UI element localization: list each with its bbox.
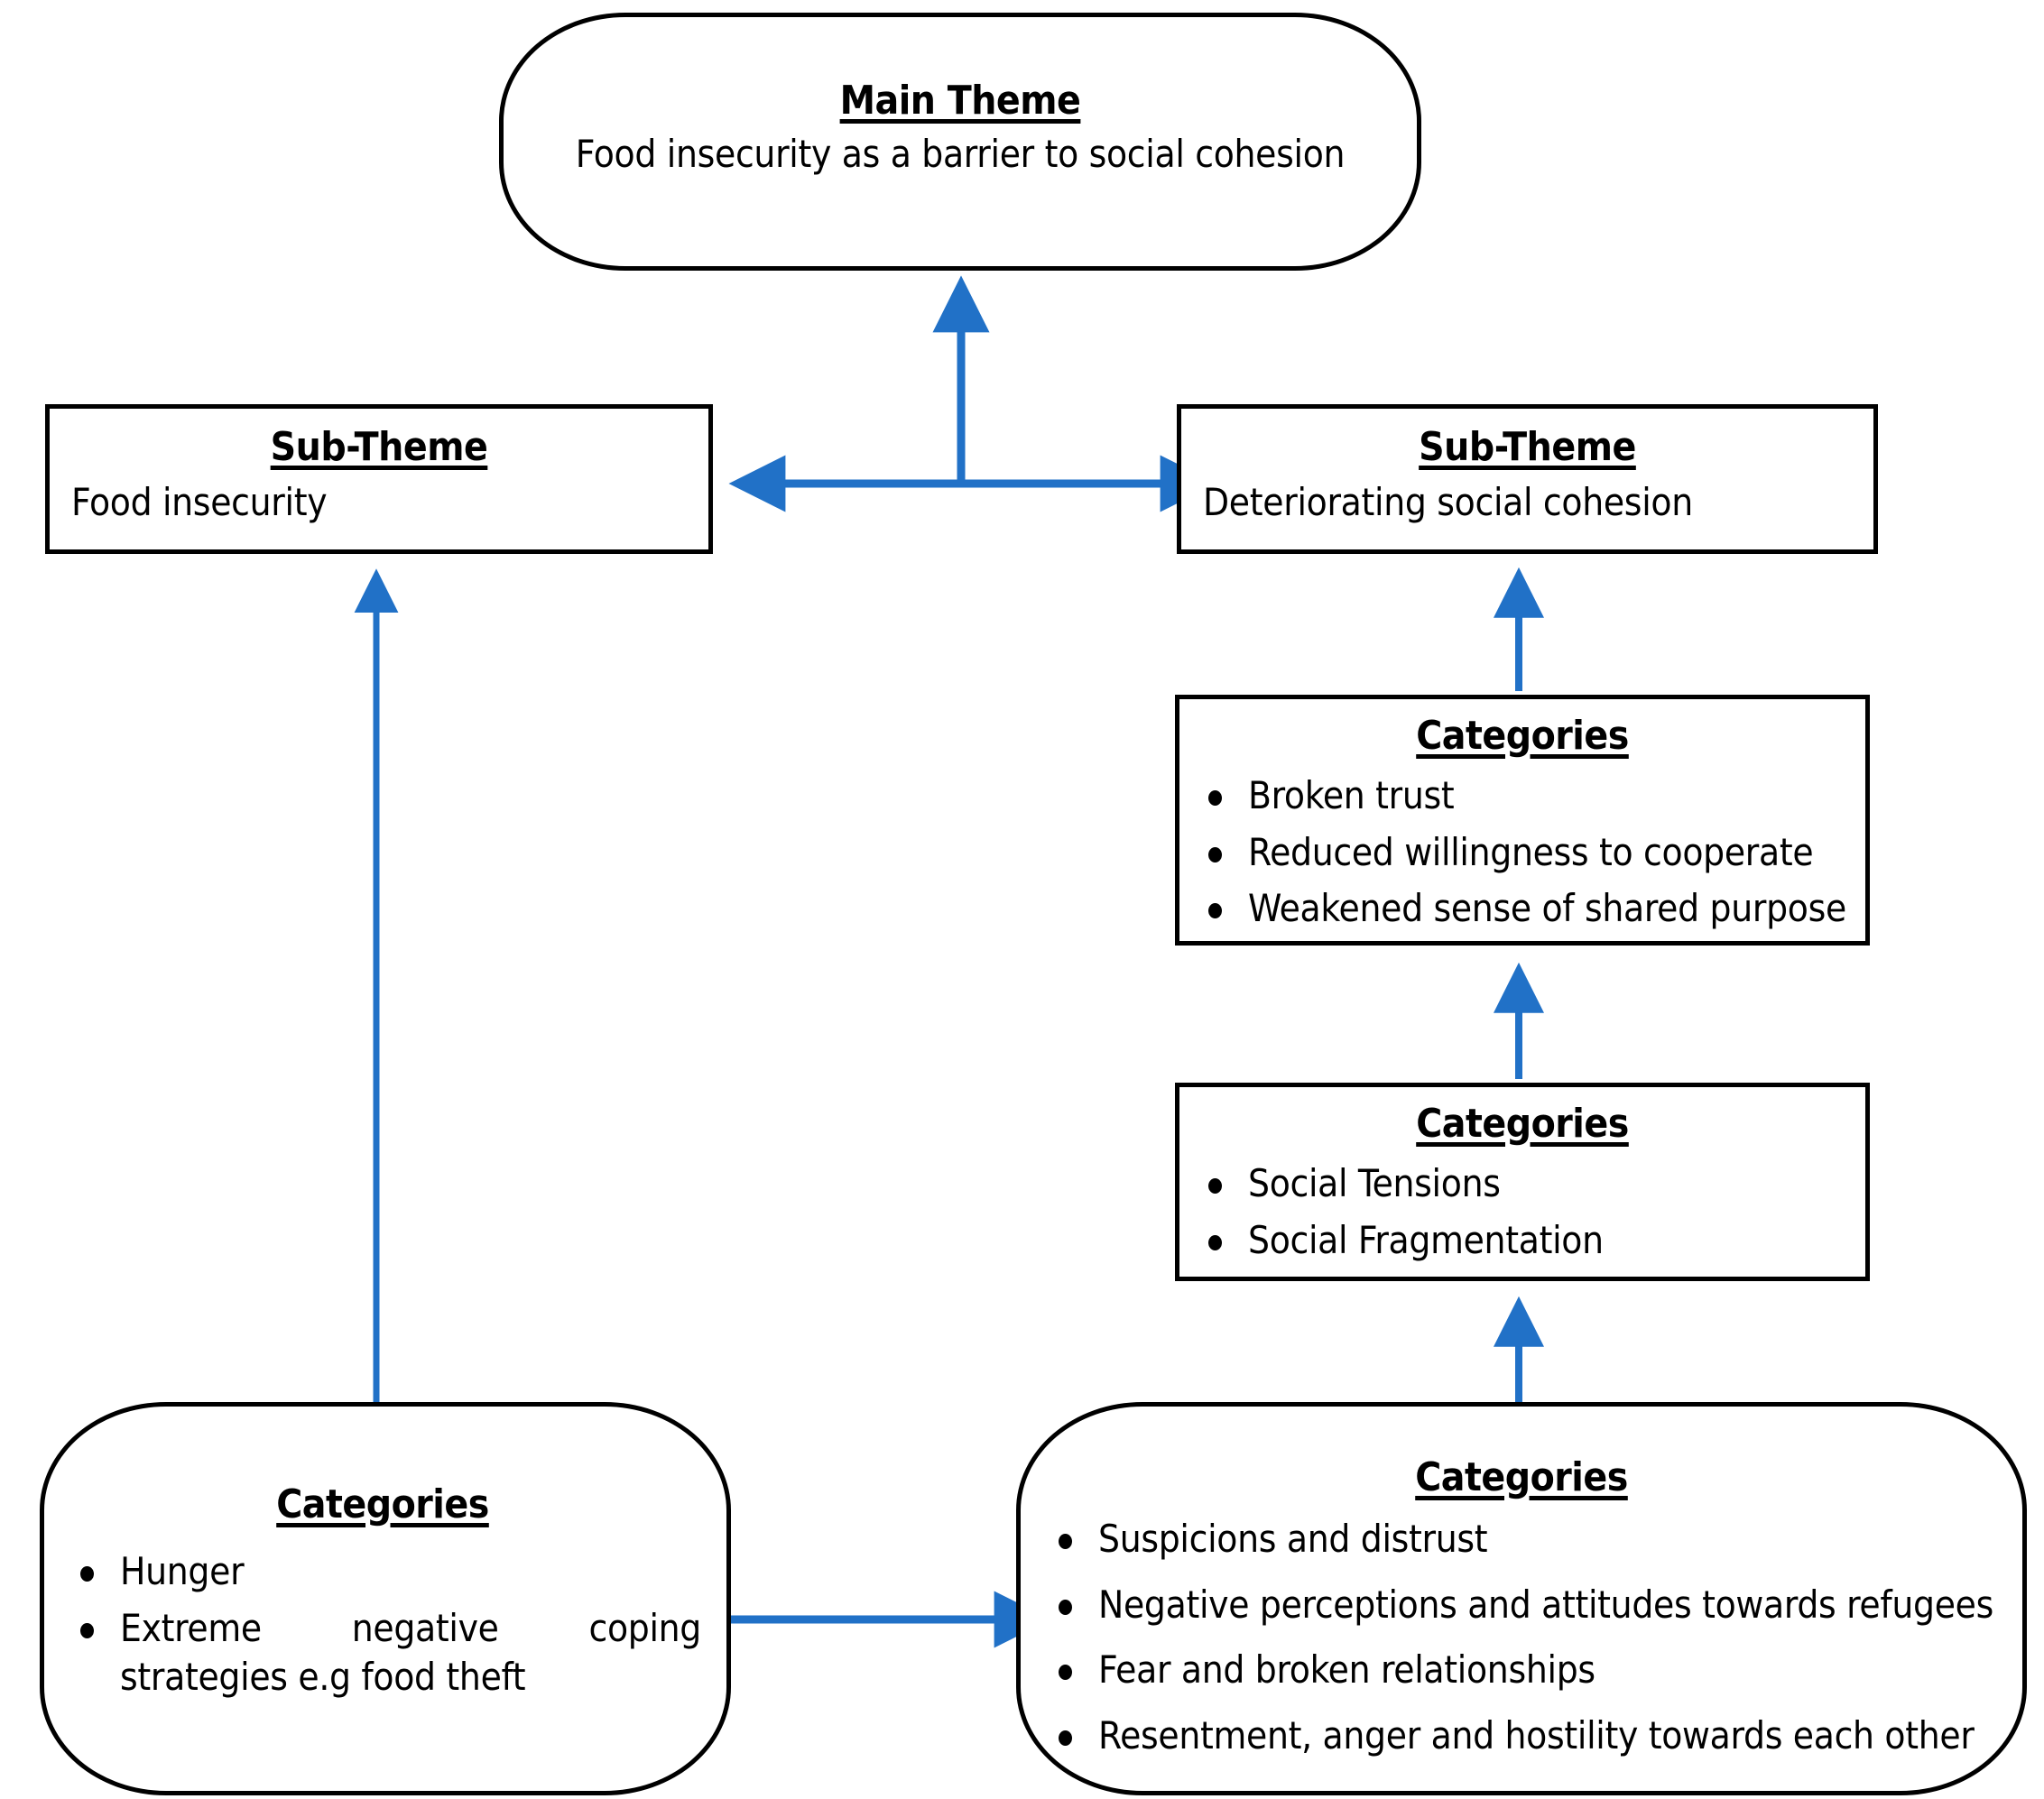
categories-trust-list: Broken trust Reduced willingness to coop… bbox=[1192, 771, 1853, 934]
node-sub-theme-food-insecurity[interactable]: Sub-Theme Food insecurity bbox=[45, 404, 713, 554]
categories-food-title: Categories bbox=[276, 1481, 489, 1527]
list-item: Negative perceptions and attitudes towar… bbox=[1042, 1581, 2001, 1630]
list-item: Reduced willingness to cooperate bbox=[1192, 828, 1853, 878]
list-item: Extreme negative coping strategies e.g f… bbox=[64, 1604, 701, 1702]
sub-theme-left-title: Sub-Theme bbox=[270, 424, 488, 470]
categories-social-list: Social Tensions Social Fragmentation bbox=[1192, 1159, 1853, 1265]
list-item: Broken trust bbox=[1192, 771, 1853, 821]
categories-suspicion-list: Suspicions and distrust Negative percept… bbox=[1042, 1515, 2001, 1760]
categories-food-list: Hunger Extreme negative coping strategie… bbox=[64, 1547, 701, 1702]
node-categories-trust[interactable]: Categories Broken trust Reduced willingn… bbox=[1175, 695, 1870, 946]
node-main-theme[interactable]: Main Theme Food insecurity as a barrier … bbox=[499, 13, 1421, 271]
node-categories-social[interactable]: Categories Social Tensions Social Fragme… bbox=[1175, 1083, 1870, 1281]
sub-theme-right-title: Sub-Theme bbox=[1419, 424, 1636, 470]
node-categories-food-insecurity[interactable]: Categories Hunger Extreme negative copin… bbox=[40, 1402, 731, 1795]
list-item: Social Fragmentation bbox=[1192, 1216, 1853, 1266]
node-sub-theme-deteriorating-social-cohesion[interactable]: Sub-Theme Deteriorating social cohesion bbox=[1177, 404, 1878, 554]
categories-suspicion-title: Categories bbox=[1415, 1454, 1628, 1500]
main-theme-title: Main Theme bbox=[839, 78, 1081, 124]
list-item: Weakened sense of shared purpose bbox=[1192, 884, 1853, 934]
list-item: Fear and broken relationships bbox=[1042, 1646, 2001, 1695]
sub-theme-left-subtitle: Food insecurity bbox=[71, 480, 328, 525]
sub-theme-right-subtitle: Deteriorating social cohesion bbox=[1203, 480, 1693, 525]
main-theme-subtitle: Food insecurity as a barrier to social c… bbox=[575, 132, 1346, 177]
list-item: Suspicions and distrust bbox=[1042, 1515, 2001, 1564]
list-item: Social Tensions bbox=[1192, 1159, 1853, 1209]
connector-subthemes-to-main bbox=[728, 275, 1217, 512]
node-categories-social-relations[interactable]: Categories Suspicions and distrust Negat… bbox=[1016, 1402, 2027, 1795]
list-item: Resentment, anger and hostility towards … bbox=[1042, 1711, 2001, 1761]
categories-social-title: Categories bbox=[1416, 1101, 1629, 1147]
list-item: Hunger bbox=[64, 1547, 701, 1597]
categories-trust-title: Categories bbox=[1416, 713, 1629, 759]
